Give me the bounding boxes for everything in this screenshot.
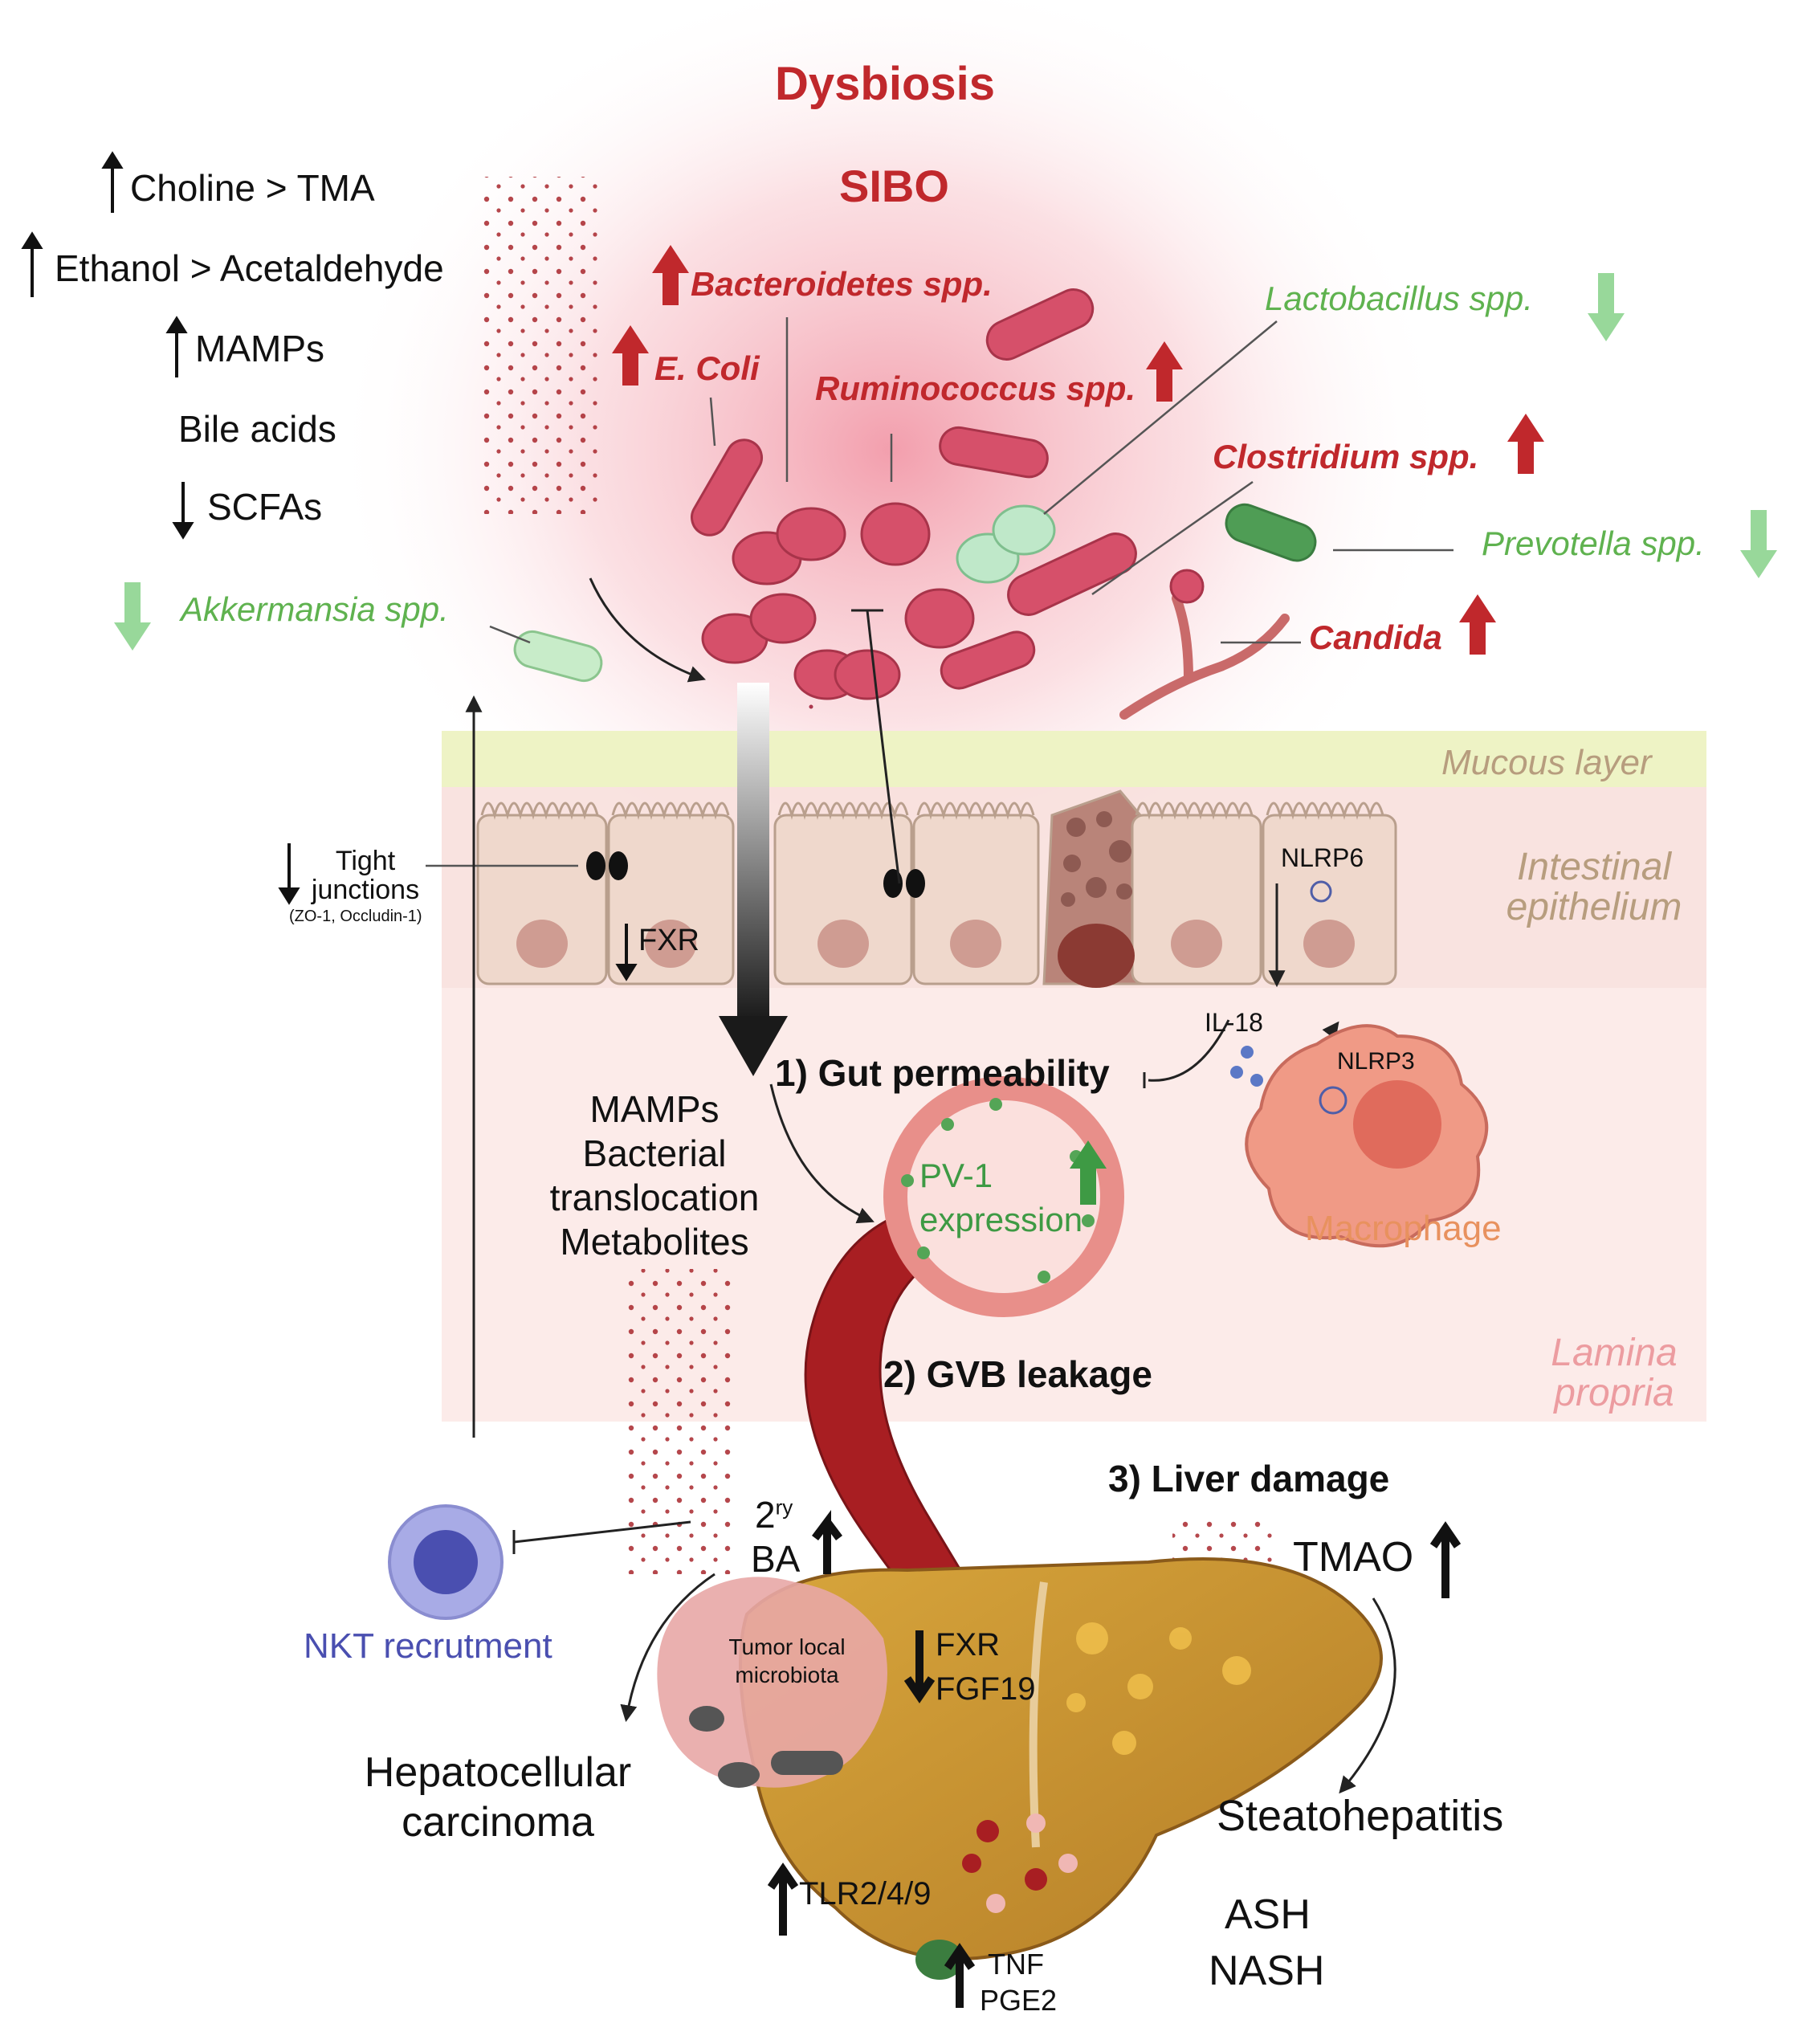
fxr-liver-label: FXR (936, 1627, 1000, 1663)
nlrp6-inflammasome-icon (1310, 880, 1332, 903)
translocation-line4: Metabolites (560, 1221, 749, 1263)
vessel-cross-section (883, 1076, 1124, 1317)
bacteria-cluster (691, 288, 1137, 709)
secondary-ba-sup: ry (775, 1495, 793, 1520)
candida-icon (1119, 569, 1290, 720)
il18-label: IL-18 (1205, 1008, 1263, 1037)
epithelial-cells (476, 789, 1397, 985)
prevotella-label: Prevotella spp. (1482, 524, 1705, 562)
tight-junctions-label: Tight junctions (311, 846, 420, 905)
fgf19-label: FGF19 (936, 1671, 1036, 1707)
choline-label: Choline > TMA (130, 167, 375, 209)
tmao-label: TMAO (1293, 1534, 1414, 1581)
goblet-granules (1061, 811, 1132, 907)
mamps-label: MAMPs (195, 328, 324, 369)
sibo-title: SIBO (839, 161, 949, 211)
il18-particles (1230, 1046, 1263, 1087)
tumor-microbiota-line2: microbiota (735, 1663, 839, 1687)
secondary-ba-label: BA (751, 1538, 801, 1580)
dysbiosis-title: Dysbiosis (775, 58, 995, 110)
translocation-line1: MAMPs (589, 1088, 720, 1130)
mucous-layer-label: Mucous layer (1441, 743, 1652, 782)
pv1-expression-label: expression (919, 1201, 1083, 1238)
gvb-leakage-label: 2) GVB leakage (883, 1353, 1152, 1395)
lactobacillus-label: Lactobacillus spp. (1265, 279, 1533, 317)
clostridium-label: Clostridium spp. (1213, 438, 1479, 475)
secondary-ba-number: 2ry (755, 1494, 793, 1536)
nkt-label: NKT recrutment (304, 1626, 552, 1666)
nlrp6-label: NLRP6 (1281, 843, 1364, 872)
nash-label: NASH (1209, 1948, 1325, 1994)
microvilli (480, 802, 1384, 820)
green-trend-arrows (114, 273, 1777, 1205)
nkt-cell-icon (388, 1504, 504, 1620)
nlrp3-label: NLRP3 (1337, 1048, 1415, 1075)
akkermansia-label: Akkermansia spp. (181, 590, 449, 628)
bile-acids-label: Bile acids (178, 408, 336, 450)
lamina-propria-label: Lamina propria (1551, 1332, 1678, 1415)
commensal-bacteria (513, 503, 1317, 683)
permeability-arrow (719, 683, 788, 1076)
tlr-label: TLR2/4/9 (799, 1876, 932, 1911)
steatohepatitis-label: Steatohepatitis (1217, 1792, 1504, 1840)
ecoli-label: E. Coli (654, 349, 760, 387)
fxr-intestine-label: FXR (638, 924, 699, 957)
scfas-label: SCFAs (207, 486, 323, 528)
hcc-line2: carcinoma (402, 1799, 594, 1846)
hcc-line1: Hepatocellular (364, 1749, 632, 1796)
pv1-label: PV-1 (919, 1157, 993, 1194)
bacteroidetes-label: Bacteroidetes spp. (691, 265, 993, 303)
pge2-label: PGE2 (980, 1984, 1058, 2017)
translocation-line3: translocation (549, 1177, 760, 1218)
ethanol-label: Ethanol > Acetaldehyde (55, 247, 444, 289)
leader-lines (426, 317, 1453, 867)
macrophage-icon (1245, 1024, 1489, 1248)
epithelium-label: Intestinal epithelium (1506, 846, 1682, 929)
secondary-ba-num: 2 (755, 1494, 776, 1536)
black-trend-arrows (21, 151, 1462, 2008)
translocation-line2: Bacterial (582, 1132, 727, 1174)
ruminococcus-label: Ruminococcus spp. (815, 369, 1136, 407)
macrophage-label: Macrophage (1305, 1209, 1502, 1248)
liver-damage-label: 3) Liver damage (1108, 1458, 1390, 1499)
tumor-microbiota-line1: Tumor local (728, 1634, 846, 1659)
ash-label: ASH (1225, 1891, 1311, 1938)
tnf-label: TNF (988, 1948, 1044, 1981)
candida-label: Candida (1309, 618, 1442, 656)
gut-permeability-label: 1) Gut permeability (775, 1052, 1110, 1094)
metabolite-dots-top (482, 177, 602, 514)
cell-nuclei (516, 920, 1355, 988)
red-trend-arrows (612, 245, 1544, 655)
mucous-layer (442, 731, 1706, 787)
liver-icon (657, 1557, 1383, 1980)
tight-junctions-sublabel: (ZO-1, Occludin-1) (289, 908, 422, 925)
